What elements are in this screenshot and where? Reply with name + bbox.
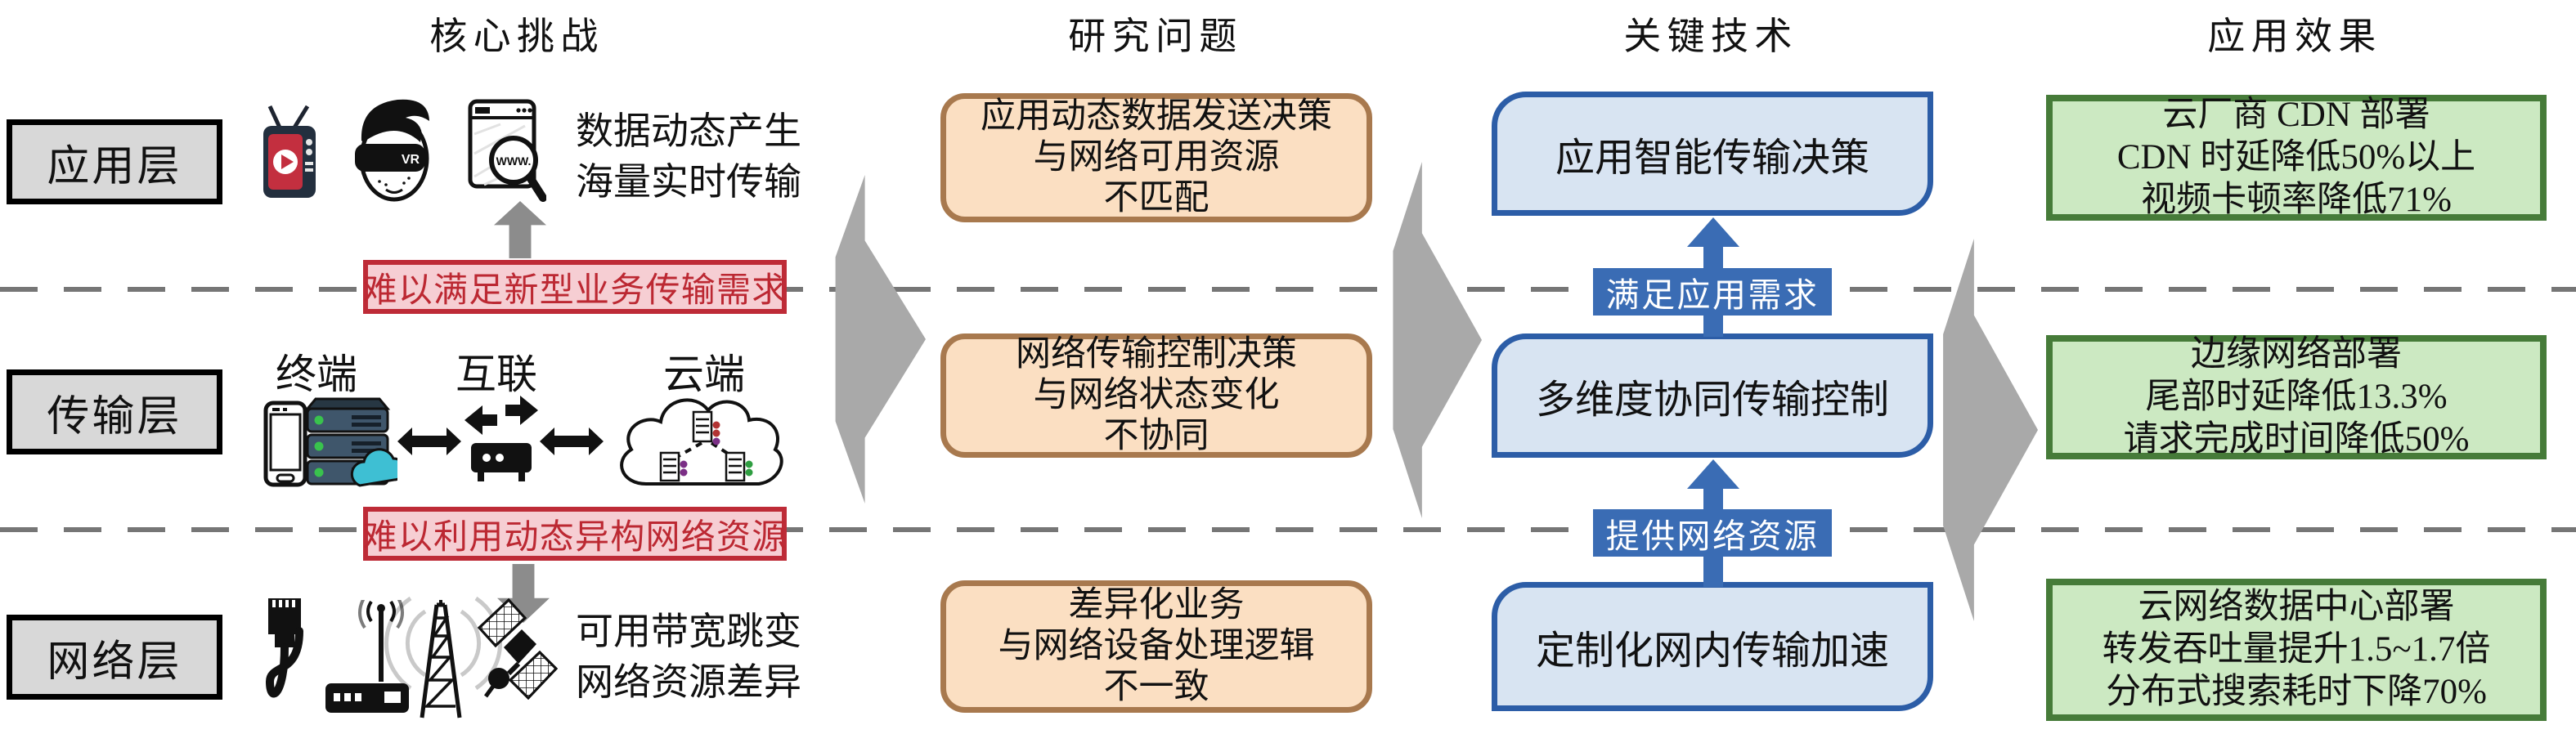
header-core-challenges: 核心挑战 xyxy=(429,16,604,57)
layer-divider-app-transport xyxy=(0,287,2576,292)
transport-node-label-interconnect: 互联 xyxy=(456,351,537,397)
tech-link-label-network-resource: 提供网络资源 xyxy=(1593,509,1832,557)
tech-link-up-arrow-icon xyxy=(1687,217,1739,247)
vr-headset-icon: VR xyxy=(355,99,429,202)
network-challenge-text: 可用带宽跳变 网络资源差异 xyxy=(550,606,828,708)
problem-line: 与网络可用资源 xyxy=(1033,138,1280,177)
problem-line: 不协同 xyxy=(1103,417,1209,455)
bidirectional-arrow-icon xyxy=(540,427,604,455)
effect-line: 转发吞吐量提升1.5~1.7倍 xyxy=(2102,630,2491,669)
router-exchange-icon xyxy=(464,396,538,481)
network-challenge-line-1: 可用带宽跳变 xyxy=(576,611,801,652)
problem-line: 不匹配 xyxy=(1103,179,1209,217)
wifi-router-icon xyxy=(325,600,409,713)
tv-video-icon xyxy=(263,105,316,198)
technology-box-transport: 多维度协同传输控制 xyxy=(1492,333,1933,458)
layer-label-transport: 传输层 xyxy=(7,369,222,454)
effect-line: CDN 时延降低50%以上 xyxy=(2116,138,2476,177)
web-browser-search-icon: WWW. xyxy=(468,99,546,202)
app-challenge-line-1: 数据动态产生 xyxy=(576,110,801,152)
server-stack-icon xyxy=(306,397,397,487)
layer-label-application: 应用层 xyxy=(7,119,222,204)
ethernet-cable-icon xyxy=(265,598,303,698)
network-challenge-banner: 难以利用动态异构网络资源 xyxy=(362,507,787,561)
problem-line: 网络传输控制决策 xyxy=(1016,335,1297,374)
signal-waves-icon xyxy=(384,596,503,691)
problem-line: 与网络设备处理逻辑 xyxy=(998,627,1315,665)
app-challenge-line-2: 海量实时传输 xyxy=(576,161,801,203)
effect-box-cloud-datacenter: 云网络数据中心部署 转发吞吐量提升1.5~1.7倍 分布式搜索耗时下降70% xyxy=(2046,579,2547,721)
tech-link-up-arrow-icon xyxy=(1687,459,1739,489)
effect-line: 视频卡顿率降低71% xyxy=(2141,181,2452,219)
transport-node-label-terminal: 终端 xyxy=(276,351,357,397)
tech-link-label-app-demand: 满足应用需求 xyxy=(1593,268,1832,316)
cloud-servers-icon xyxy=(620,398,783,486)
layer-label-network: 网络层 xyxy=(7,615,222,700)
flow-arrow-technologies-to-effects xyxy=(1943,239,2038,621)
problem-line: 差异化业务 xyxy=(1068,586,1245,624)
smartphone-icon xyxy=(263,401,307,487)
layer-divider-transport-network xyxy=(0,527,2576,532)
effect-line: 云厂商 CDN 部署 xyxy=(2162,96,2430,134)
problem-box-application: 应用动态数据发送决策 与网络可用资源 不匹配 xyxy=(940,93,1372,222)
app-challenge-banner: 难以满足新型业务传输需求 xyxy=(362,260,787,314)
effect-line: 请求完成时间降低50% xyxy=(2123,420,2470,459)
problem-line: 不一致 xyxy=(1103,668,1209,706)
satellite-icon xyxy=(477,598,558,700)
problem-box-transport: 网络传输控制决策 与网络状态变化 不协同 xyxy=(940,333,1372,458)
svg-text:VR: VR xyxy=(402,153,420,167)
effect-box-cdn: 云厂商 CDN 部署 CDN 时延降低50%以上 视频卡顿率降低71% xyxy=(2046,95,2547,221)
technology-box-network: 定制化网内传输加速 xyxy=(1492,582,1933,711)
problem-line: 应用动态数据发送决策 xyxy=(981,97,1332,136)
effect-line: 云网络数据中心部署 xyxy=(2138,588,2455,626)
flow-arrow-problems-to-technologies xyxy=(1393,162,1482,518)
svg-text:WWW.: WWW. xyxy=(496,154,532,168)
challenge-up-arrow-icon xyxy=(494,201,546,258)
effect-line: 尾部时延降低13.3% xyxy=(2145,378,2448,416)
header-key-technologies: 关键技术 xyxy=(1623,16,1798,57)
network-challenge-line-2: 网络资源差异 xyxy=(576,661,801,703)
effect-line: 分布式搜索耗时下降70% xyxy=(2106,673,2487,711)
header-application-effects: 应用效果 xyxy=(2207,16,2382,57)
header-research-problems: 研究问题 xyxy=(1068,16,1243,57)
effect-box-edge-network: 边缘网络部署 尾部时延降低13.3% 请求完成时间降低50% xyxy=(2046,335,2547,459)
problem-box-network: 差异化业务 与网络设备处理逻辑 不一致 xyxy=(940,580,1372,713)
effect-line: 边缘网络部署 xyxy=(2191,335,2402,374)
bidirectional-arrow-icon xyxy=(397,427,461,455)
cell-tower-icon xyxy=(420,600,462,718)
transport-node-label-cloud: 云端 xyxy=(663,351,745,397)
problem-line: 与网络状态变化 xyxy=(1033,376,1280,414)
technology-box-application: 应用智能传输决策 xyxy=(1492,92,1933,216)
app-challenge-text: 数据动态产生 海量实时传输 xyxy=(550,106,828,208)
flow-arrow-challenges-to-problems xyxy=(835,175,926,504)
